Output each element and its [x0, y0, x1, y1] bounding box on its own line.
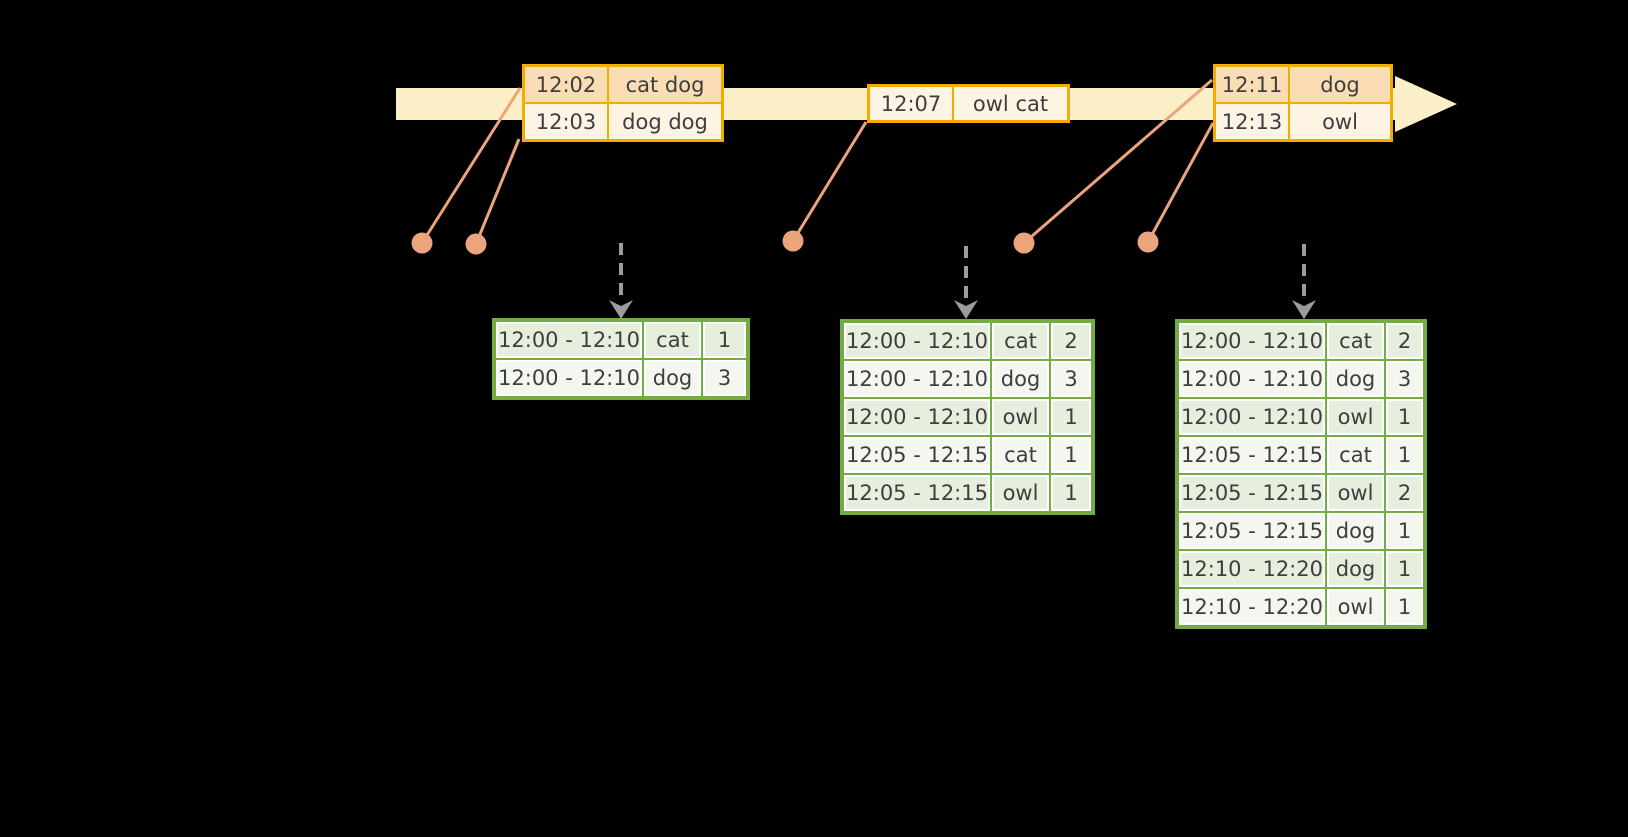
- word-cell: cat: [1327, 437, 1384, 473]
- window-cell: 12:10 - 12:20: [1179, 589, 1325, 625]
- event-row: 12:11 dog: [1216, 67, 1390, 102]
- result-row: 12:00 - 12:10 cat 1: [496, 322, 746, 358]
- event-time-cell: 12:07: [870, 87, 952, 120]
- result-row: 12:05 - 12:15 owl 1: [844, 475, 1091, 511]
- trigger-arrowhead-icon: [1292, 300, 1316, 319]
- count-cell: 1: [1051, 475, 1091, 511]
- event-marker-dot: [782, 230, 804, 252]
- event-table-1: 12:02 cat dog 12:03 dog dog: [522, 64, 724, 142]
- word-cell: dog: [1327, 551, 1384, 587]
- count-cell: 1: [1386, 589, 1423, 625]
- trigger-arrowhead-icon: [609, 300, 633, 319]
- event-time-cell: 12:02: [525, 67, 607, 102]
- event-marker-dot: [1013, 232, 1035, 254]
- event-words-cell: owl cat: [954, 87, 1067, 120]
- word-cell: cat: [992, 323, 1049, 359]
- result-row: 12:00 - 12:10 dog 3: [844, 361, 1091, 397]
- window-cell: 12:05 - 12:15: [1179, 475, 1325, 511]
- count-cell: 1: [1051, 399, 1091, 435]
- window-cell: 12:00 - 12:10: [844, 361, 990, 397]
- window-cell: 12:00 - 12:10: [844, 399, 990, 435]
- window-cell: 12:00 - 12:10: [1179, 361, 1325, 397]
- word-cell: owl: [992, 475, 1049, 511]
- trigger-arrowhead-icon: [954, 300, 978, 319]
- event-row: 12:13 owl: [1216, 104, 1390, 139]
- word-cell: cat: [1327, 323, 1384, 359]
- count-cell: 2: [1386, 475, 1423, 511]
- result-row: 12:05 - 12:15 owl 2: [1179, 475, 1423, 511]
- result-row: 12:05 - 12:15 cat 1: [1179, 437, 1423, 473]
- count-cell: 2: [1051, 323, 1091, 359]
- event-marker-dots: [411, 230, 1159, 255]
- count-cell: 3: [703, 360, 746, 396]
- count-cell: 3: [1386, 361, 1423, 397]
- timeline-arrowhead-icon: [1395, 76, 1457, 132]
- result-row: 12:00 - 12:10 owl 1: [844, 399, 1091, 435]
- result-row: 12:10 - 12:20 dog 1: [1179, 551, 1423, 587]
- window-cell: 12:00 - 12:10: [1179, 323, 1325, 359]
- result-table-1: 12:00 - 12:10 cat 1 12:00 - 12:10 dog 3: [492, 318, 750, 400]
- result-table-2: 12:00 - 12:10 cat 2 12:00 - 12:10 dog 3 …: [840, 319, 1095, 515]
- word-cell: owl: [1327, 475, 1384, 511]
- result-row: 12:00 - 12:10 owl 1: [1179, 399, 1423, 435]
- word-cell: dog: [1327, 361, 1384, 397]
- word-cell: dog: [992, 361, 1049, 397]
- word-cell: owl: [1327, 399, 1384, 435]
- event-marker-dot: [465, 233, 487, 255]
- word-cell: owl: [992, 399, 1049, 435]
- result-row: 12:05 - 12:15 dog 1: [1179, 513, 1423, 549]
- event-row: 12:07 owl cat: [870, 87, 1067, 120]
- count-cell: 2: [1386, 323, 1423, 359]
- count-cell: 1: [1386, 513, 1423, 549]
- window-cell: 12:05 - 12:15: [1179, 437, 1325, 473]
- event-row: 12:03 dog dog: [525, 104, 721, 139]
- result-table-3: 12:00 - 12:10 cat 2 12:00 - 12:10 dog 3 …: [1175, 319, 1427, 629]
- event-link-line: [791, 121, 868, 242]
- window-cell: 12:00 - 12:10: [844, 323, 990, 359]
- event-marker-dot: [1137, 231, 1159, 253]
- event-words-cell: dog: [1290, 67, 1390, 102]
- window-cell: 12:10 - 12:20: [1179, 551, 1325, 587]
- event-link-line: [474, 138, 521, 245]
- word-cell: cat: [992, 437, 1049, 473]
- window-cell: 12:05 - 12:15: [844, 475, 990, 511]
- word-cell: dog: [644, 360, 701, 396]
- event-marker-dot: [411, 232, 433, 254]
- event-table-2: 12:07 owl cat: [867, 84, 1070, 123]
- event-words-cell: owl: [1290, 104, 1390, 139]
- word-cell: owl: [1327, 589, 1384, 625]
- count-cell: 1: [1386, 437, 1423, 473]
- word-cell: cat: [644, 322, 701, 358]
- result-row: 12:00 - 12:10 dog 3: [1179, 361, 1423, 397]
- event-words-cell: cat dog: [609, 67, 721, 102]
- event-time-cell: 12:13: [1216, 104, 1288, 139]
- result-row: 12:00 - 12:10 dog 3: [496, 360, 746, 396]
- window-cell: 12:05 - 12:15: [844, 437, 990, 473]
- result-row: 12:05 - 12:15 cat 1: [844, 437, 1091, 473]
- window-cell: 12:00 - 12:10: [496, 322, 642, 358]
- count-cell: 3: [1051, 361, 1091, 397]
- trigger-arrows: [609, 243, 1316, 319]
- count-cell: 1: [1051, 437, 1091, 473]
- event-words-cell: dog dog: [609, 104, 721, 139]
- window-cell: 12:05 - 12:15: [1179, 513, 1325, 549]
- count-cell: 1: [1386, 399, 1423, 435]
- count-cell: 1: [1386, 551, 1423, 587]
- result-row: 12:00 - 12:10 cat 2: [1179, 323, 1423, 359]
- result-row: 12:00 - 12:10 cat 2: [844, 323, 1091, 359]
- window-cell: 12:00 - 12:10: [496, 360, 642, 396]
- event-time-cell: 12:11: [1216, 67, 1288, 102]
- window-cell: 12:00 - 12:10: [1179, 399, 1325, 435]
- event-time-cell: 12:03: [525, 104, 607, 139]
- event-row: 12:02 cat dog: [525, 67, 721, 102]
- result-row: 12:10 - 12:20 owl 1: [1179, 589, 1423, 625]
- event-link-line: [1146, 122, 1215, 243]
- word-cell: dog: [1327, 513, 1384, 549]
- count-cell: 1: [703, 322, 746, 358]
- event-table-3: 12:11 dog 12:13 owl: [1213, 64, 1393, 142]
